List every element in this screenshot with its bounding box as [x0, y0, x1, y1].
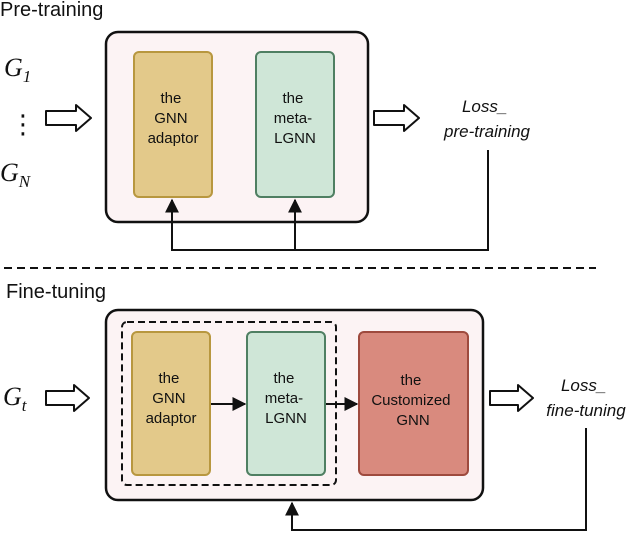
pretrain-input-ellipsis: ⋮ [10, 110, 36, 140]
pretrain-title: Pre-training [0, 0, 103, 21]
pretrain-input-arrow [45, 104, 92, 132]
finetune-output-arrow [489, 384, 534, 412]
pretrain-adaptor-box [133, 51, 213, 198]
pretrain-output-arrow [373, 104, 420, 132]
finetune-metalgnn-label: the meta- LGNN [265, 370, 308, 427]
finetune-input-gt: Gt [3, 382, 28, 415]
finetune-customized-label: the Customized GNN [371, 372, 454, 429]
pretrain-loss-label: Loss_ pre-training [443, 97, 531, 141]
pretrain-input-g1: G1 [4, 53, 31, 86]
pretrain-metalgnn-label: the meta- LGNN [274, 90, 317, 147]
finetune-adaptor-box [131, 331, 211, 476]
finetune-loss-label: Loss_ fine-tuning [546, 376, 626, 420]
finetune-title: Fine-tuning [6, 281, 106, 303]
finetune-metalgnn-box [246, 331, 326, 476]
finetune-feedback-arrow [285, 428, 587, 531]
pretrain-input-gn: GN [0, 158, 32, 191]
finetune-customized-box [358, 331, 469, 476]
finetune-adaptor-label: the GNN adaptor [146, 370, 197, 427]
pretrain-adaptor-label: the GNN adaptor [148, 90, 199, 147]
pretrain-feedback-to-adaptor [165, 150, 489, 251]
finetune-input-arrow [45, 384, 90, 412]
pretrain-metalgnn-box [255, 51, 335, 198]
